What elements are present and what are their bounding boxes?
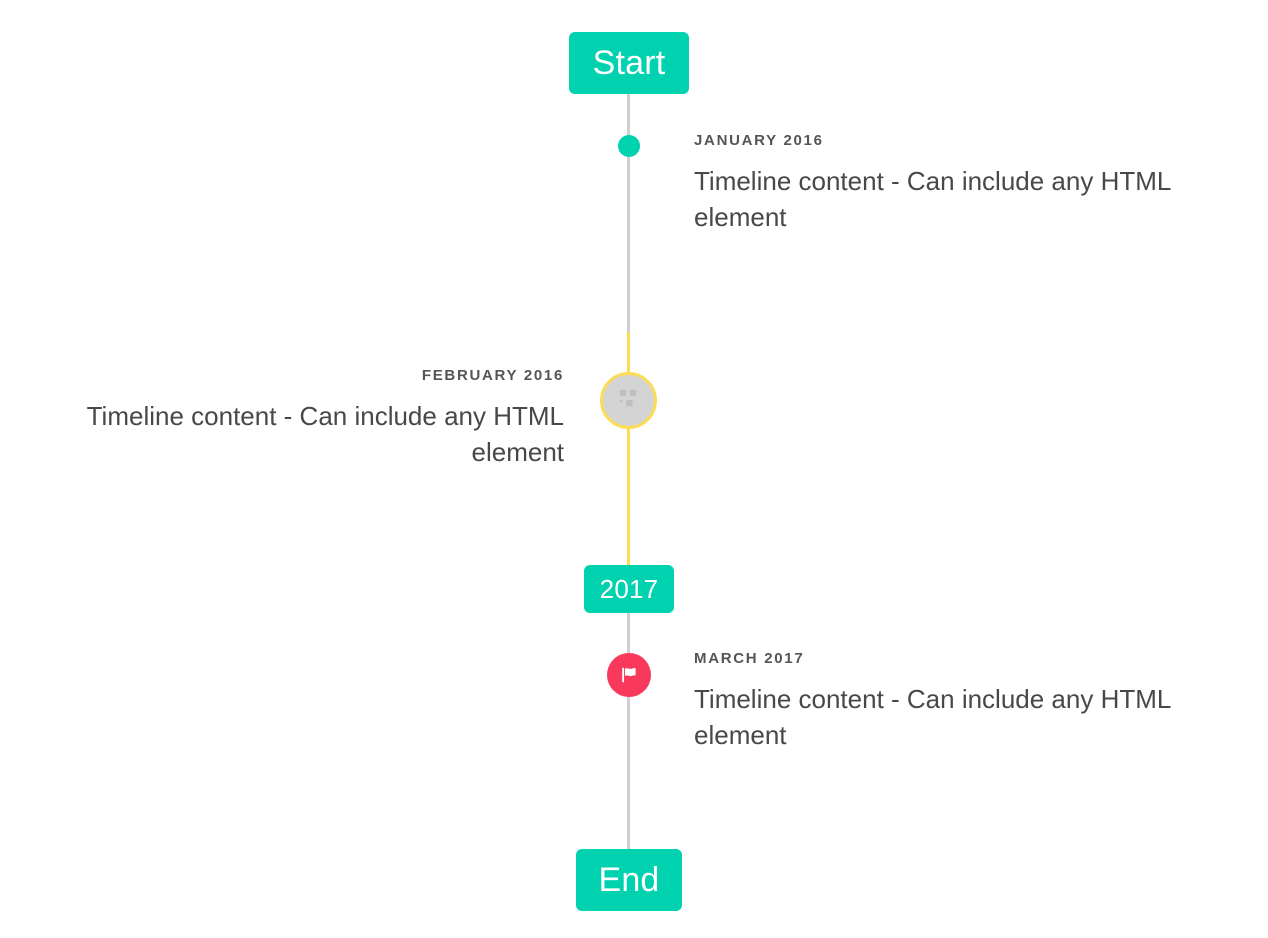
timeline-rail-lower <box>627 610 630 850</box>
timeline-event-march-2017: March 2017 Timeline content - Can includ… <box>694 649 1218 754</box>
timeline-event-date: January 2016 <box>694 132 824 149</box>
timeline-event-body: Timeline content - Can include any HTML … <box>694 683 1171 751</box>
timeline-event-body: Timeline content - Can include any HTML … <box>86 400 564 468</box>
timeline-event-date: February 2016 <box>421 367 564 384</box>
flag-icon <box>618 664 640 686</box>
timeline-event-date: March 2017 <box>694 650 805 667</box>
timeline-marker-flag-march[interactable] <box>607 653 651 697</box>
timeline-end-badge[interactable]: End <box>576 849 682 911</box>
timeline-event-body: Timeline content - Can include any HTML … <box>694 165 1171 233</box>
image-placeholder-icon <box>618 387 640 414</box>
timeline-marker-dot-january[interactable] <box>618 135 640 157</box>
timeline-rail-upper <box>627 88 630 332</box>
timeline-marker-image-february[interactable] <box>600 372 657 429</box>
timeline-event-january-2016: January 2016 Timeline content - Can incl… <box>694 131 1218 236</box>
timeline-year-badge[interactable]: 2017 <box>584 565 674 613</box>
timeline-start-badge[interactable]: Start <box>569 32 689 94</box>
timeline-rail-highlight <box>627 332 630 572</box>
timeline-event-february-2016: February 2016 Timeline content - Can inc… <box>40 366 564 471</box>
